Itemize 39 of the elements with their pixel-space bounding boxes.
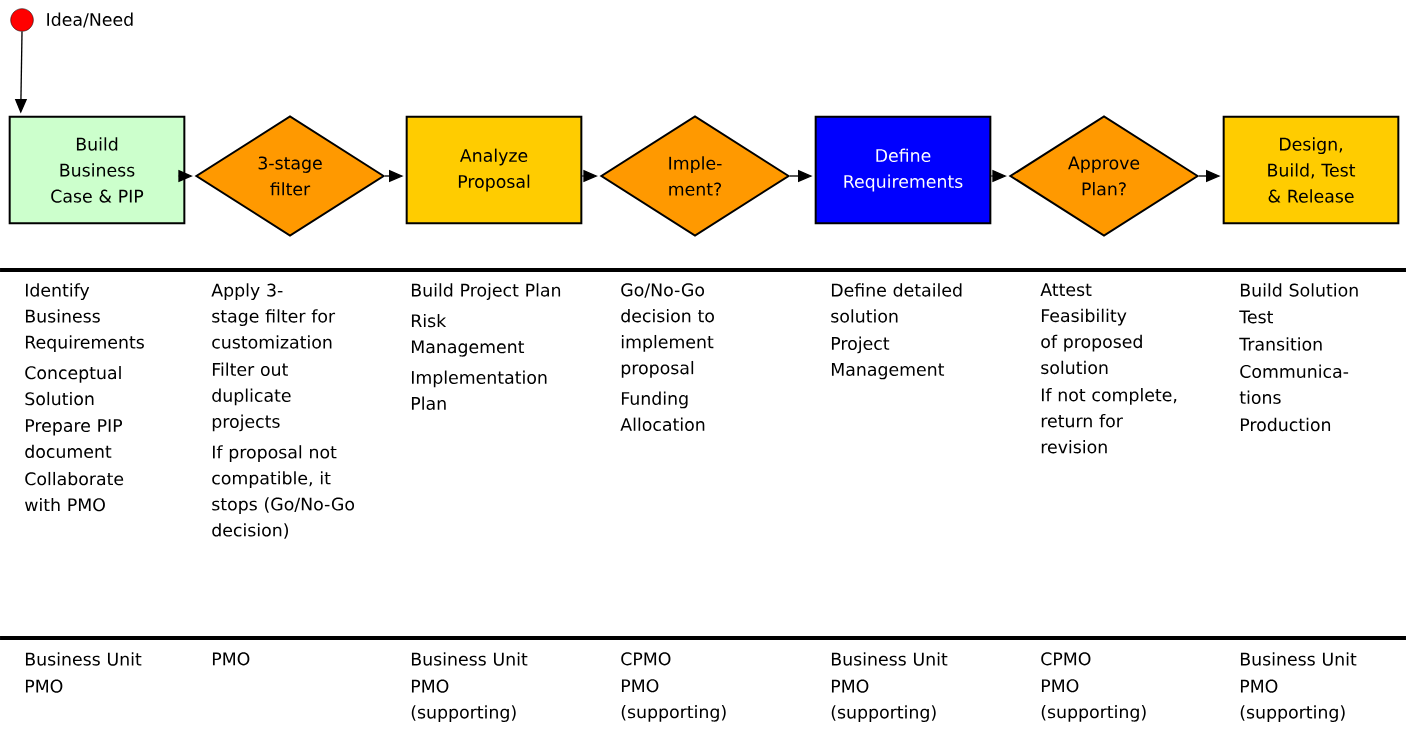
task-text: Business Unit (1240, 652, 1357, 666)
task-text: Implementation Plan (411, 370, 547, 410)
task-text: Prepare PIP document (25, 419, 123, 459)
task-text: Conceptual Solution (25, 365, 121, 406)
task-text: Filter out duplicate projects (212, 362, 291, 432)
task-text: PMO (supporting) (621, 679, 726, 722)
task-text: CPMO (621, 652, 671, 666)
task-text: PMO (supporting) (1041, 679, 1146, 722)
task-text: Business Unit (25, 652, 142, 666)
task-text: PMO (25, 679, 63, 693)
task-text: If not complete, return for revision (1041, 388, 1177, 454)
task-text: Test (1239, 310, 1273, 324)
task-text: Define detailed solution (831, 283, 962, 323)
task-text: If proposal not compatible, it stops (Go/No-Go decision) (212, 445, 355, 539)
process-box: Define Requirements (814, 115, 992, 225)
task-text: Build Solution (1240, 283, 1358, 297)
task-text: Project Management (831, 336, 945, 380)
task-text: Go/No-Go decision to implement proposal (621, 283, 714, 378)
task-text: Business Unit (411, 652, 528, 666)
task-text: Attest Feasibility of proposed solution (1040, 283, 1142, 375)
task-text: Risk Management (411, 313, 525, 357)
task-text: Transition (1239, 337, 1322, 351)
start-label: Idea/Need (47, 12, 133, 28)
task-text: Identify Business Requirements (25, 283, 144, 353)
process-box: Build Business Case & PIP (8, 115, 186, 225)
task-text: CPMO (1041, 652, 1091, 666)
task-text: Communica-tions (1239, 364, 1349, 404)
task-text: Build Project Plan (411, 283, 561, 301)
task-text: PMO (supporting) (831, 679, 936, 722)
process-box: Design, Build, Test & Release (1222, 115, 1400, 225)
task-text: Funding Allocation (620, 391, 705, 431)
task-text: Business Unit (831, 652, 948, 666)
task-text: PMO (212, 652, 250, 666)
task-text: Production (1240, 417, 1331, 432)
task-text: PMO (supporting) (411, 679, 516, 722)
process-box: Analyze Proposal (405, 115, 583, 225)
task-text: PMO (supporting) (1240, 679, 1345, 722)
task-text: Collaborate with PMO (25, 471, 124, 512)
task-text: Apply 3-stage filter for customization (211, 283, 336, 349)
